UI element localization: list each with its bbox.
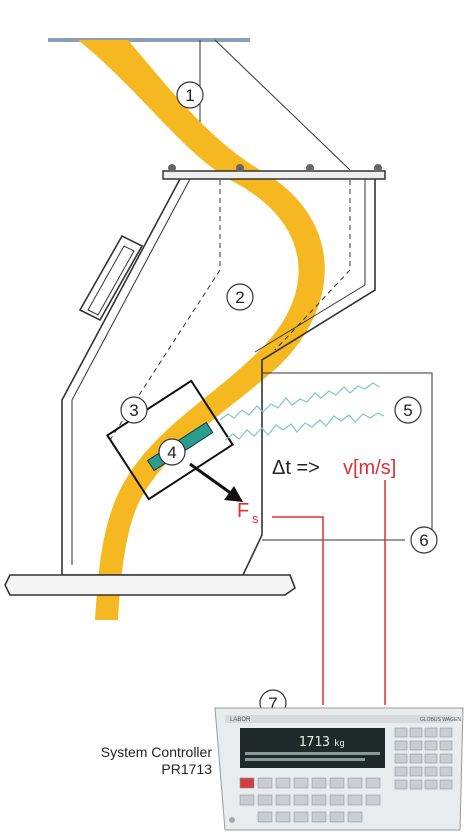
delta-t-label: Δt =>	[272, 457, 320, 479]
svg-text:2: 2	[235, 288, 244, 307]
svg-text:7: 7	[268, 694, 277, 713]
force-subscript: s	[252, 511, 259, 526]
force-arrow	[189, 462, 233, 496]
function-keys[interactable]	[239, 777, 381, 823]
flange-bolts	[168, 164, 382, 172]
device-brand-right: GLOBUS WAGEN	[420, 717, 461, 723]
guide-line	[214, 39, 351, 171]
force-arrowhead	[224, 486, 243, 502]
signal-wave	[219, 382, 380, 421]
system-controller-device: LABOR GLOBUS WAGEN 1713 kg	[214, 707, 464, 831]
svg-text:1: 1	[185, 86, 194, 105]
top-flange	[162, 170, 386, 180]
svg-text:4: 4	[167, 443, 176, 462]
svg-text:6: 6	[419, 531, 428, 550]
label-5: 5	[394, 396, 422, 424]
force-label: F	[237, 500, 249, 522]
label-6: 6	[410, 526, 438, 554]
display-unit: kg	[334, 739, 345, 749]
chute-dashed	[109, 180, 221, 441]
chute-dashed	[274, 180, 351, 351]
product-flow	[78, 40, 325, 620]
caption-line-2: PR1713	[161, 761, 212, 777]
caption-line-1: System Controller	[100, 744, 212, 760]
keypad[interactable]	[394, 727, 453, 790]
controller-caption: System Controller PR1713	[101, 744, 212, 778]
velocity-label: v[m/s]	[343, 457, 396, 479]
label-4: 4	[158, 438, 186, 466]
housing	[61, 178, 376, 576]
label-1: 1	[176, 81, 204, 109]
device-brand: LABOR	[230, 717, 251, 723]
housing-inner	[71, 178, 191, 565]
base-plate	[4, 574, 296, 596]
signal-wave	[224, 412, 385, 441]
svg-text:5: 5	[403, 401, 412, 420]
svg-text:3: 3	[129, 401, 138, 420]
device-display	[240, 728, 385, 768]
signal-line-force	[272, 516, 324, 705]
label-2: 2	[226, 283, 254, 311]
housing-inner	[254, 179, 366, 353]
label-3: 3	[120, 396, 148, 424]
display-value: 1713	[299, 735, 330, 750]
handle	[78, 234, 144, 322]
